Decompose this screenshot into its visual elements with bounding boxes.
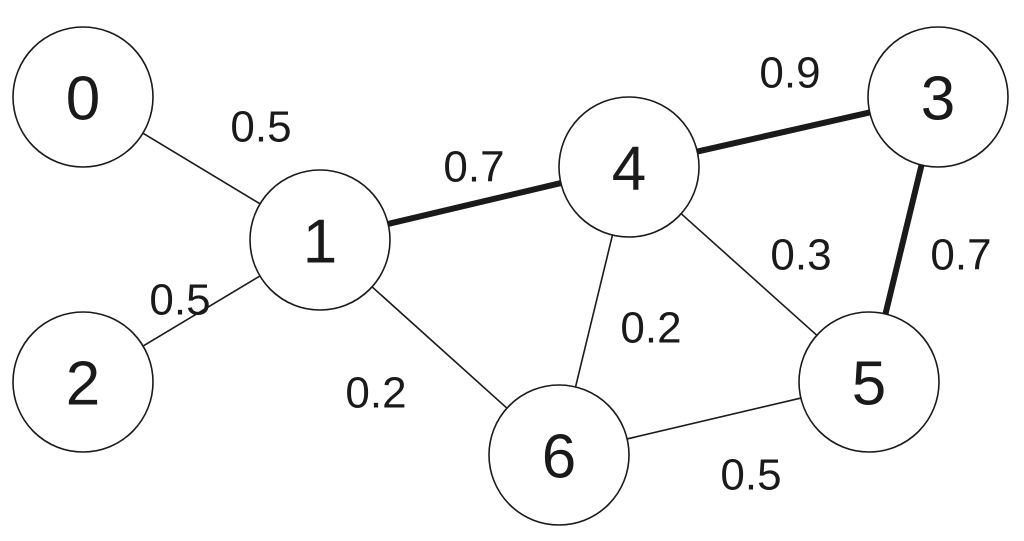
nodes-layer: 0 1 2 3 4 5 6 bbox=[12, 26, 1009, 526]
node-1: 1 bbox=[249, 169, 391, 311]
node-circle-1 bbox=[249, 169, 391, 311]
node-label-3: 3 bbox=[921, 65, 955, 134]
node-label-2: 2 bbox=[66, 350, 100, 419]
node-0: 0 bbox=[12, 26, 154, 168]
edge-weight-label-1-4: 0.7 bbox=[443, 143, 504, 192]
edge-weight-label-2-1: 0.5 bbox=[149, 276, 210, 325]
node-circle-3 bbox=[867, 26, 1009, 168]
edge-weight-label-0-1: 0.5 bbox=[230, 103, 291, 152]
edge-weight-label-6-5: 0.5 bbox=[720, 451, 781, 500]
node-4: 4 bbox=[558, 96, 700, 238]
node-circle-6 bbox=[488, 384, 630, 526]
edge-weight-label-4-6: 0.2 bbox=[620, 304, 681, 353]
weight-labels-layer: 0.5 0.5 0.7 0.2 0.9 0.7 0.3 0.2 0.5 bbox=[149, 49, 991, 500]
node-5: 5 bbox=[798, 311, 940, 453]
node-6: 6 bbox=[488, 384, 630, 526]
node-circle-0 bbox=[12, 26, 154, 168]
edge-weight-label-3-5: 0.7 bbox=[930, 231, 991, 280]
edge-4-3 bbox=[696, 109, 871, 155]
node-label-0: 0 bbox=[66, 65, 100, 134]
node-label-1: 1 bbox=[303, 208, 337, 277]
node-2: 2 bbox=[12, 311, 154, 453]
edges-layer bbox=[142, 109, 925, 440]
node-circle-2 bbox=[12, 311, 154, 453]
edge-6-5 bbox=[626, 397, 802, 440]
edge-1-6 bbox=[371, 286, 508, 409]
edge-weight-label-4-3: 0.9 bbox=[759, 49, 820, 98]
node-label-4: 4 bbox=[612, 135, 646, 204]
edge-3-5 bbox=[882, 164, 925, 315]
node-label-6: 6 bbox=[542, 423, 576, 492]
edge-weight-label-1-6: 0.2 bbox=[345, 369, 406, 418]
edge-weight-label-4-5: 0.3 bbox=[770, 231, 831, 280]
edge-1-4 bbox=[387, 180, 562, 227]
node-label-5: 5 bbox=[852, 350, 886, 419]
edge-2-1 bbox=[142, 275, 261, 347]
edge-0-1 bbox=[142, 132, 261, 205]
node-circle-4 bbox=[558, 96, 700, 238]
edge-4-6 bbox=[574, 234, 614, 388]
node-3: 3 bbox=[867, 26, 1009, 168]
node-circle-5 bbox=[798, 311, 940, 453]
edge-4-5 bbox=[680, 213, 818, 336]
